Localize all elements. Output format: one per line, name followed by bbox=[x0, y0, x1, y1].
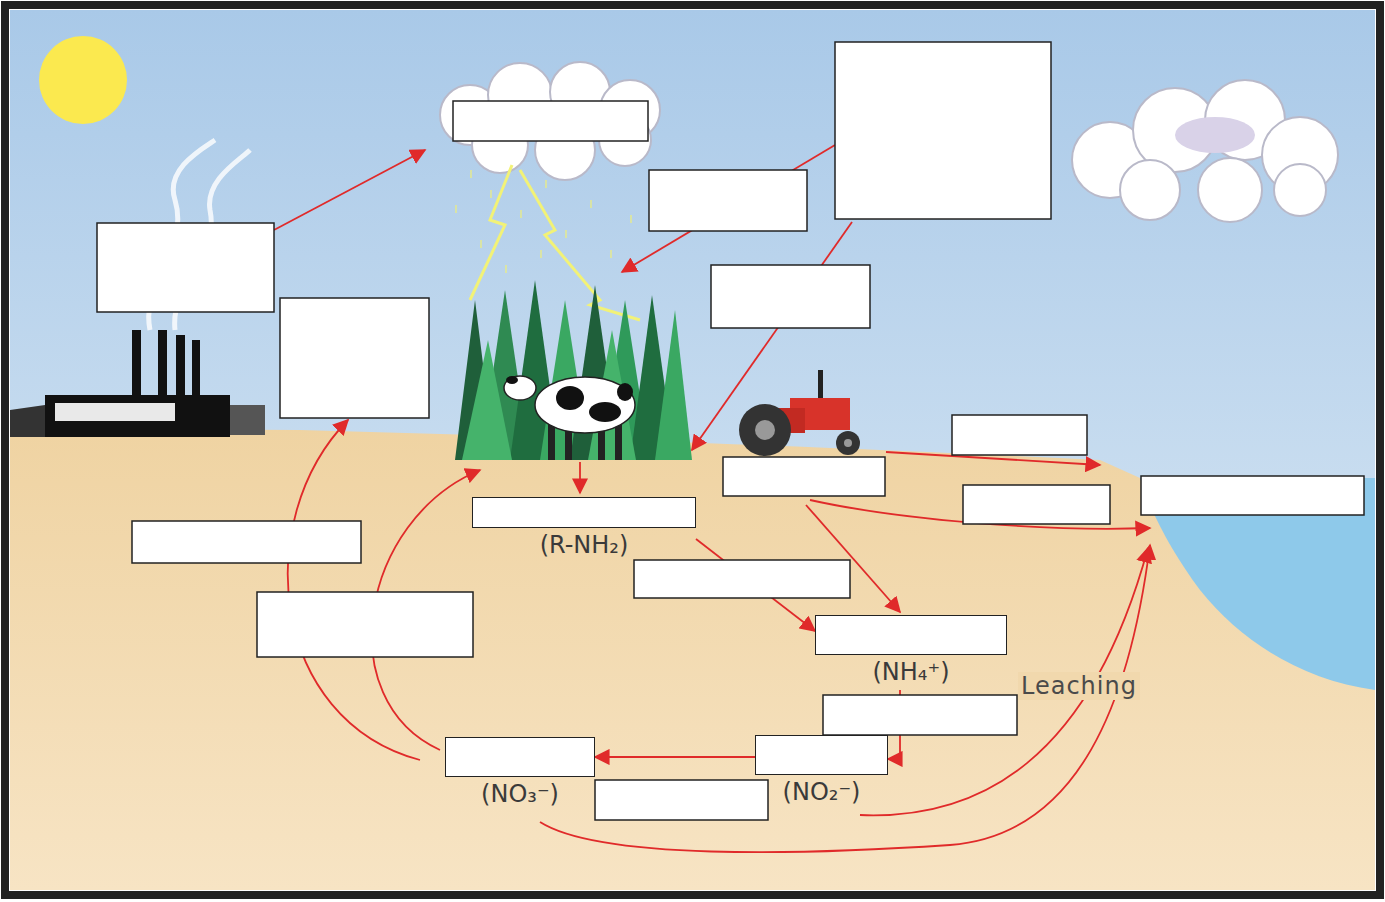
rain bbox=[480, 240, 482, 248]
blank-box bbox=[835, 42, 1051, 219]
tractor bbox=[739, 404, 791, 456]
factory bbox=[10, 330, 265, 437]
blank-box bbox=[97, 223, 274, 312]
compound-node: (NO₂⁻) bbox=[755, 735, 888, 807]
cow bbox=[589, 402, 621, 422]
rain bbox=[490, 190, 492, 198]
rain bbox=[630, 215, 632, 223]
forest bbox=[462, 340, 512, 460]
rain bbox=[455, 205, 457, 213]
cycle-connector bbox=[595, 756, 755, 758]
cycle-arrow bbox=[860, 548, 1148, 815]
tractor bbox=[836, 431, 860, 455]
blank-box bbox=[97, 42, 1364, 820]
formula-label: (R-NH₂) bbox=[540, 530, 629, 560]
cycle-arrow bbox=[622, 145, 835, 272]
cow bbox=[617, 383, 633, 401]
formula-label: (NH₄⁺) bbox=[872, 657, 949, 687]
process-label: Leaching bbox=[1018, 672, 1140, 700]
cloud bbox=[1175, 117, 1255, 153]
cloud bbox=[1274, 164, 1326, 216]
tractor bbox=[818, 370, 823, 400]
cow bbox=[504, 376, 635, 460]
answer-box bbox=[472, 497, 696, 528]
compound-node: (NO₃⁻) bbox=[445, 737, 595, 809]
tractor bbox=[844, 439, 852, 447]
formula-label: (NO₂⁻) bbox=[783, 777, 861, 807]
formula-label: (NO₃⁻) bbox=[481, 779, 559, 809]
rain bbox=[455, 170, 632, 273]
blank-box bbox=[1141, 476, 1364, 515]
answer-box bbox=[445, 737, 595, 777]
rain bbox=[545, 180, 547, 188]
rain bbox=[505, 265, 507, 273]
lightning bbox=[470, 165, 512, 300]
blank-box bbox=[453, 101, 648, 141]
blank-box bbox=[132, 521, 361, 563]
factory bbox=[55, 403, 175, 421]
factory bbox=[158, 330, 167, 400]
cloud bbox=[1120, 160, 1180, 220]
factory bbox=[10, 405, 45, 437]
tractor bbox=[755, 420, 775, 440]
blank-box bbox=[711, 265, 870, 328]
blank-box bbox=[634, 560, 850, 598]
rain bbox=[520, 210, 522, 218]
answer-box bbox=[755, 735, 888, 775]
factory bbox=[192, 340, 200, 400]
cloud bbox=[440, 62, 660, 180]
sun bbox=[39, 36, 127, 124]
sky bbox=[10, 10, 1375, 890]
cow bbox=[556, 386, 584, 410]
factory bbox=[45, 395, 230, 437]
rain bbox=[610, 250, 612, 258]
blank-box bbox=[257, 592, 473, 657]
forest bbox=[455, 280, 692, 460]
cow bbox=[535, 377, 635, 433]
rain bbox=[590, 200, 592, 208]
blank-box bbox=[723, 457, 885, 496]
blank-box bbox=[649, 170, 807, 231]
cow bbox=[506, 376, 518, 384]
rain bbox=[470, 170, 472, 178]
blank-box bbox=[952, 415, 1087, 455]
blank-box bbox=[595, 780, 768, 820]
factory bbox=[230, 405, 265, 435]
cycle-arrow bbox=[692, 222, 852, 450]
factory bbox=[176, 335, 185, 400]
cycle-arrow bbox=[274, 145, 1150, 852]
frame bbox=[5, 5, 1380, 895]
forest bbox=[510, 280, 560, 460]
cycle-arrow bbox=[288, 420, 420, 760]
blank-box bbox=[280, 298, 429, 418]
ground bbox=[10, 428, 1375, 890]
lightning bbox=[470, 165, 640, 320]
cycle-arrow bbox=[274, 150, 425, 230]
cycle-arrow bbox=[579, 462, 581, 493]
lightning bbox=[520, 170, 640, 320]
blank-box bbox=[823, 695, 1017, 735]
cow bbox=[504, 376, 536, 400]
blank-box bbox=[963, 485, 1110, 524]
cloud bbox=[1198, 158, 1262, 222]
tractor bbox=[739, 370, 860, 456]
factory bbox=[132, 330, 141, 400]
compound-node: (R-NH₂) bbox=[472, 497, 696, 560]
cloud bbox=[1072, 80, 1338, 222]
compound-node: (NH₄⁺) bbox=[815, 615, 1007, 687]
rain bbox=[540, 250, 542, 258]
forest bbox=[655, 310, 692, 460]
answer-box bbox=[815, 615, 1007, 655]
rain bbox=[565, 230, 567, 238]
cycle-arrow bbox=[540, 545, 1150, 852]
